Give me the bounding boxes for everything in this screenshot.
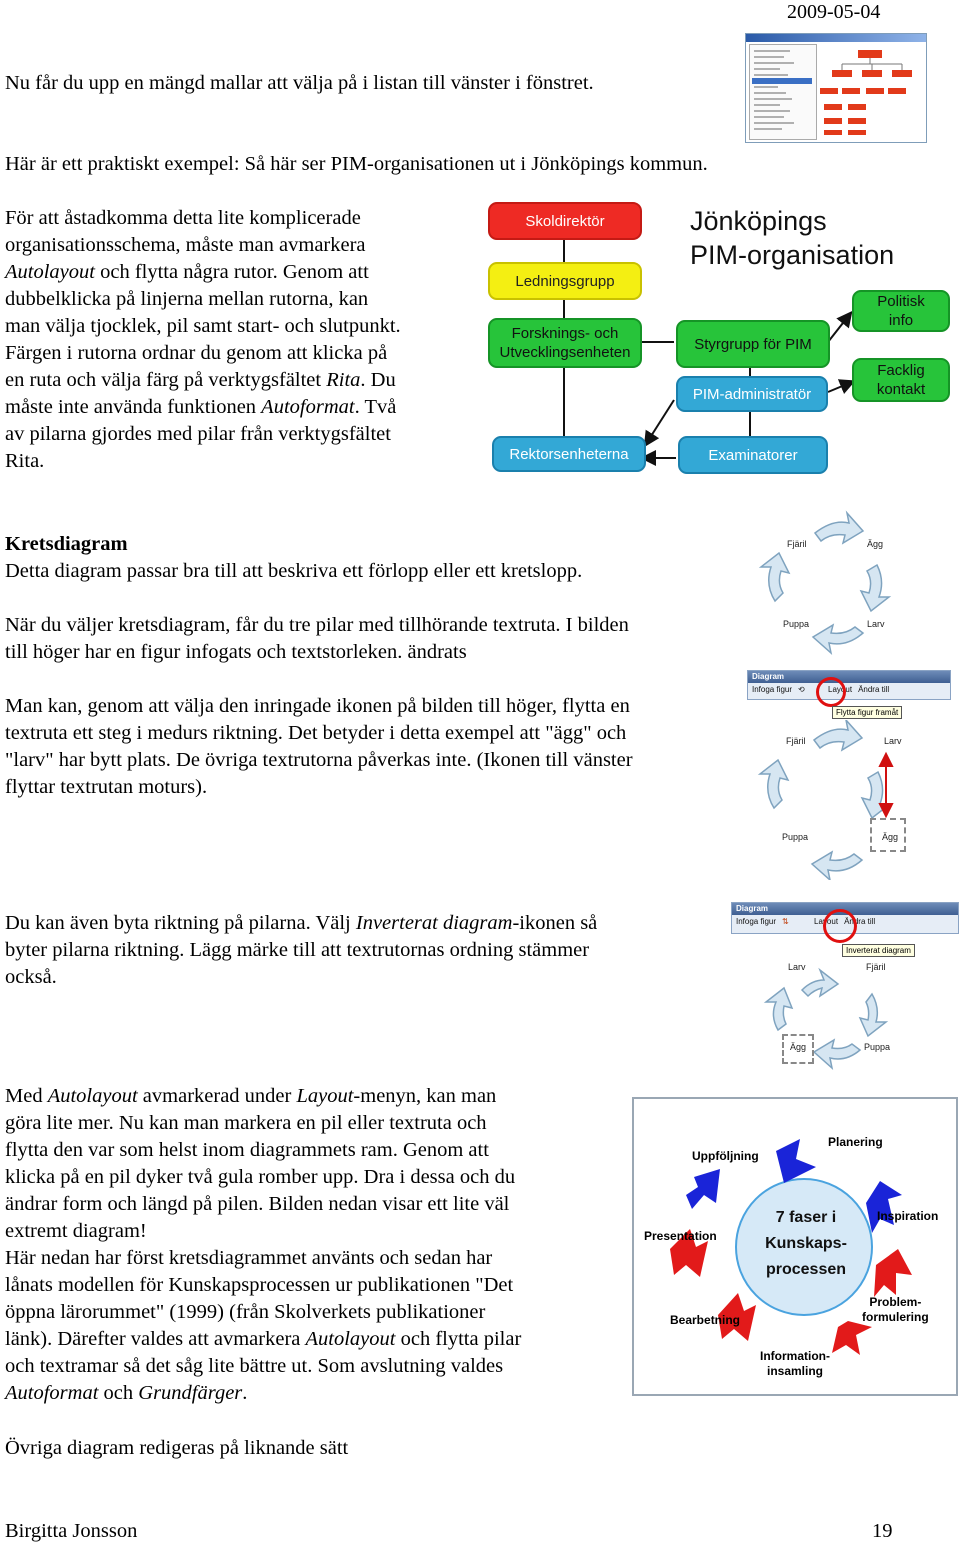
cycle-diagram-3: Larv Fjäril Ägg Puppa (762, 950, 922, 1070)
org-box-rektorsenheterna: Rektorsenheterna (492, 436, 646, 472)
invert-diagram-icon[interactable]: ⇅ (782, 917, 789, 926)
paragraph-invert: Du kan även byta riktning på pilarna. Vä… (5, 912, 598, 988)
cycle1-label-agg: Ägg (867, 539, 884, 549)
cycle2-label-fjaril: Fjäril (786, 736, 806, 746)
insert-shape-button[interactable]: Infoga figur (752, 685, 793, 694)
cycle3-label-agg: Ägg (790, 1042, 807, 1052)
paragraph-ovriga: Övriga diagram redigeras på liknande sät… (5, 1437, 349, 1459)
tooltip-move-forward: Flytta figur framåt (832, 706, 903, 719)
paragraph-templates: Nu får du upp en mängd mallar att välja … (5, 72, 594, 94)
template-dialog-thumbnail (745, 33, 927, 143)
org-chart-preview-icon (820, 50, 912, 135)
process-label-bearbetning: Bearbetning (670, 1313, 741, 1327)
footer-author: Birgitta Jonsson (5, 1520, 138, 1542)
org-box-examinatorer: Examinatorer (678, 436, 828, 474)
cycle-arrows-swapped-icon (757, 720, 894, 880)
cycle-diagram-1: Fjäril Ägg Puppa Larv (755, 505, 925, 665)
knowledge-process-diagram: 7 faser i Kunskaps- processen Planering … (632, 1097, 958, 1396)
cycle3-label-fjaril: Fjäril (866, 962, 886, 972)
template-list-icon (752, 50, 812, 130)
diagram-toolbar-1: Diagram Infoga figur ⟲ Layout Ändra till (747, 670, 951, 700)
footer-page-number: 19 (872, 1520, 893, 1542)
cycle-arrows-icon (758, 510, 892, 656)
process-label-problemformulering: Problem- formulering (862, 1295, 929, 1324)
paragraph-kretsdiagram-arrows: När du väljer kretsdiagram, får du tre p… (5, 614, 629, 663)
org-box-styrgrupp: Styrgrupp för PIM (676, 320, 830, 368)
paragraph-move-textbox: Man kan, genom att välja den inringade i… (5, 695, 633, 798)
process-label-presentation: Presentation (644, 1229, 717, 1243)
highlight-ring-2 (823, 909, 857, 943)
org-box-ledningsgrupp: Ledningsgrupp (488, 262, 642, 300)
change-to-menu[interactable]: Ändra till (858, 685, 890, 694)
process-label-inspiration: Inspiration (877, 1209, 939, 1223)
org-chart-title: Jönköpings PIM-organisation (690, 206, 895, 270)
insert-shape-button-2[interactable]: Infoga figur (736, 917, 777, 926)
paragraph-org-instructions: För att åstadkomma detta lite komplicera… (5, 207, 401, 472)
cycle1-label-fjaril: Fjäril (787, 539, 807, 549)
header-date: 2009-05-04 (787, 1, 881, 23)
org-box-politisk-info: Politisk info (852, 290, 950, 332)
cycle2-label-agg: Ägg (882, 832, 899, 842)
paragraph-kretsdiagram-intro: Detta diagram passar bra till att beskri… (5, 560, 583, 582)
org-box-facklig-kontakt: Facklig kontakt (852, 358, 950, 402)
tooltip-inverted-diagram: Inverterat diagram (842, 944, 915, 957)
cycle2-label-larv: Larv (884, 736, 902, 746)
highlight-ring-1 (816, 677, 846, 707)
process-label-uppfoljning: Uppföljning (692, 1149, 759, 1163)
cycle1-label-larv: Larv (867, 619, 885, 629)
process-center-text: 7 faser i Kunskaps- processen (765, 1209, 847, 1278)
org-box-pim-administrator: PIM-administratör (676, 376, 828, 412)
org-chart: Skoldirektör Ledningsgrupp Forsknings- o… (484, 196, 950, 480)
cycle3-label-larv: Larv (788, 962, 806, 972)
org-box-forskning: Forsknings- och Utvecklingsenheten (488, 318, 642, 368)
process-arrows-icon (670, 1139, 912, 1355)
cycle3-label-puppa: Puppa (864, 1042, 891, 1052)
section-heading-kretsdiagram: Kretsdiagram (5, 533, 128, 555)
cycle-diagram-2: Fjäril Larv Puppa Ägg (752, 720, 924, 880)
org-box-skoldirektor: Skoldirektör (488, 202, 642, 240)
cycle-arrows-inverted-icon (763, 967, 889, 1070)
cycle3-selected-box (782, 1034, 814, 1064)
process-label-planering: Planering (828, 1135, 883, 1149)
cycle2-label-puppa: Puppa (782, 832, 809, 842)
cycle2-selected-box (870, 818, 906, 852)
paragraph-example: Här är ett praktiskt exempel: Så här ser… (5, 153, 708, 175)
change-to-menu-2[interactable]: Ändra till (844, 917, 876, 926)
cycle1-label-puppa: Puppa (783, 619, 810, 629)
move-shape-icon[interactable]: ⟲ (798, 685, 805, 694)
org-chart-connectors (563, 238, 856, 466)
toolbar-title: Diagram (748, 671, 950, 683)
paragraph-autolayout: Med Autolayout avmarkerad under Layout-m… (5, 1085, 522, 1404)
process-label-informationinsamling: Information- insamling (760, 1349, 830, 1378)
